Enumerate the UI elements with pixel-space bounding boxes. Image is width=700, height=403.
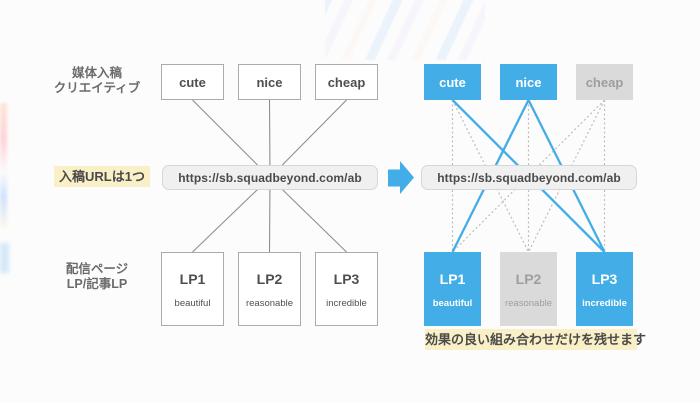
lp-name: LP1 [439,270,466,287]
lp-name: LP3 [591,270,618,287]
lp-tagline: reasonable [504,297,552,309]
lp-box-lp2-result: LP2 reasonable [500,252,557,326]
transform-arrow-icon [388,161,414,194]
result-caption: 効果の良い組み合わせだけを残せます [425,329,646,350]
lp-tagline: beautiful [432,297,473,309]
lp-tagline: reasonable [245,297,293,309]
lp-box-lp2: LP2 reasonable [238,252,301,326]
creative-box-nice: nice [238,64,301,100]
lp-box-lp1: LP1 beautiful [161,252,224,326]
lp-box-lp3: LP3 incredible [315,252,378,326]
creative-box-cute: cute [161,64,224,100]
lp-tagline: incredible [326,297,367,309]
creatives-row-label: 媒体入稿 クリエイティブ [53,66,141,95]
lp-name: LP2 [256,270,283,287]
url-pill: https://sb.squadbeyond.com/ab [162,165,378,190]
url-count-label: 入稿URLは1つ [54,166,150,187]
creative-box-cute-result: cute [424,64,481,100]
creative-box-cheap: cheap [315,64,378,100]
url-pill-result: https://sb.squadbeyond.com/ab [421,165,637,190]
lp-name: LP1 [179,270,206,287]
creative-box-cheap-result: cheap [576,64,633,100]
creative-box-nice-result: nice [500,64,557,100]
lp-box-lp3-result: LP3 incredible [576,252,633,326]
lp-name: LP2 [515,270,542,287]
lp-tagline: incredible [582,297,627,309]
lp-name: LP3 [333,270,360,287]
pages-row-label: 配信ページ LP/記事LP [65,262,129,291]
lp-tagline: beautiful [174,297,211,309]
lp-box-lp1-result: LP1 beautiful [424,252,481,326]
